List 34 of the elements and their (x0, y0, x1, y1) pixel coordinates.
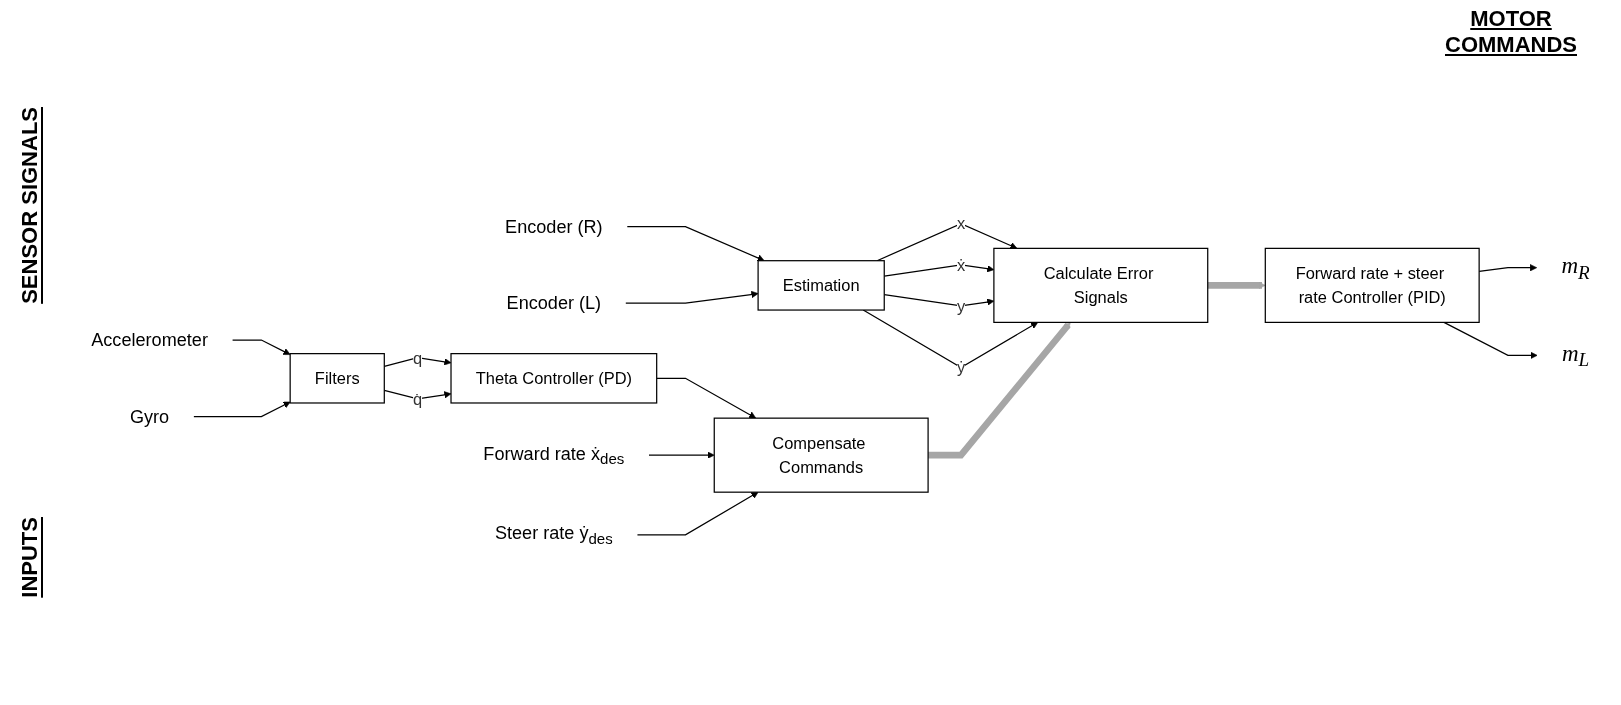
node-text: Encoder (R) (505, 216, 603, 237)
node-box: Estimation (757, 260, 885, 311)
arrow (625, 290, 759, 304)
arrow (876, 223, 1018, 262)
arrow (1443, 321, 1538, 359)
arrow (928, 322, 1071, 459)
node-text: m$_{L}$ (1561, 340, 1590, 371)
edge-label: q̇ (413, 389, 423, 408)
node-box: Compensate Commands (713, 417, 929, 493)
section-heading: MOTOR COMMANDS (1444, 6, 1578, 58)
node-text: Steer rate ẏ$_{des}$ (494, 522, 613, 548)
arrow (656, 377, 757, 419)
node-text: Encoder (L) (506, 292, 602, 314)
arrow (1207, 281, 1266, 289)
node-box: Filters (289, 353, 385, 404)
node-text: Gyro (129, 406, 170, 427)
node-text: Accelerometer (91, 329, 208, 351)
node-text: Forward rate ẋ$_{des}$ (483, 443, 625, 468)
arrow (636, 491, 759, 536)
arrow (648, 451, 715, 459)
node-text: m$_{R}$ (1561, 252, 1590, 283)
section-heading: INPUTS (17, 517, 43, 599)
node-box: Forward rate + steer rate Controller (PID) (1264, 247, 1480, 323)
edge-label: y (956, 296, 966, 315)
section-heading: SENSOR SIGNALS (17, 106, 43, 304)
edge-label: x (956, 214, 966, 233)
arrow (193, 401, 291, 418)
edge-label: ẋ (956, 255, 966, 274)
arrow (231, 339, 291, 355)
edge-label: ẏ (956, 358, 966, 377)
node-box: Calculate Error Signals (993, 247, 1209, 323)
node-box: Theta Controller (PD) (450, 353, 658, 404)
edge-label: q (413, 348, 423, 367)
arrow (626, 225, 765, 262)
